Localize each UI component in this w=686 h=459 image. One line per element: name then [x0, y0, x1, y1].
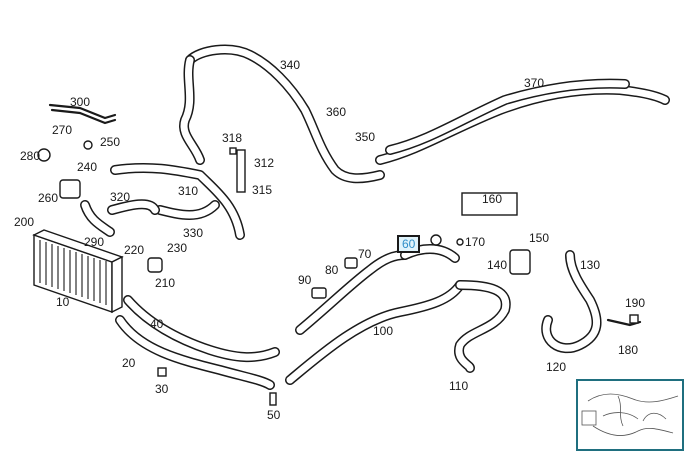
callout-318[interactable]: 318: [222, 131, 243, 145]
callout-370[interactable]: 370: [524, 76, 545, 90]
hose-60: [400, 244, 460, 263]
callout-280[interactable]: 280: [20, 149, 41, 163]
callout-300[interactable]: 300: [70, 95, 91, 109]
overview-thumbnail[interactable]: [576, 379, 684, 451]
callout-260[interactable]: 260: [38, 191, 59, 205]
callout-210[interactable]: 210: [155, 276, 176, 290]
hose-340: [179, 44, 385, 184]
callout-150[interactable]: 150: [529, 231, 550, 245]
callout-100[interactable]: 100: [373, 324, 394, 338]
callout-320[interactable]: 320: [110, 190, 131, 204]
callout-315[interactable]: 315: [252, 183, 273, 197]
callout-340[interactable]: 340: [280, 58, 301, 72]
overview-thumbnail-drawing: [581, 393, 679, 436]
callout-360[interactable]: 360: [326, 105, 347, 119]
callout-312[interactable]: 312: [254, 156, 275, 170]
hose-300: [48, 103, 117, 125]
callout-90[interactable]: 90: [298, 273, 312, 287]
callout-180[interactable]: 180: [618, 343, 639, 357]
hose-100: [285, 250, 465, 385]
callout-110[interactable]: 110: [449, 379, 469, 393]
hose-110: [454, 280, 511, 373]
hose-310: [110, 162, 245, 240]
callout-10[interactable]: 10: [56, 295, 70, 309]
hose-40: [123, 295, 280, 363]
callout-330[interactable]: 330: [183, 226, 204, 240]
callout-130[interactable]: 130: [580, 258, 601, 272]
hose-370: [375, 78, 670, 165]
callout-20[interactable]: 20: [122, 356, 136, 370]
callout-200[interactable]: 200: [14, 215, 35, 229]
hose-180: [606, 314, 642, 327]
callout-310[interactable]: 310: [178, 184, 199, 198]
callout-70[interactable]: 70: [358, 247, 372, 261]
callout-120[interactable]: 120: [546, 360, 567, 374]
callout-230[interactable]: 230: [167, 241, 188, 255]
callout-220[interactable]: 220: [124, 243, 145, 257]
hose-290: [80, 200, 115, 237]
callout-290[interactable]: 290: [84, 235, 105, 249]
hose-20: [115, 315, 275, 390]
callout-270[interactable]: 270: [52, 123, 73, 137]
radiator: [32, 229, 124, 314]
hose-320: [107, 199, 160, 215]
callout-250[interactable]: 250: [100, 135, 121, 149]
callout-170[interactable]: 170: [465, 235, 486, 249]
hose-330: [155, 200, 220, 220]
callout-30[interactable]: 30: [155, 382, 169, 396]
callout-60[interactable]: 60: [397, 235, 421, 253]
callout-80[interactable]: 80: [325, 263, 339, 277]
callout-50[interactable]: 50: [267, 408, 281, 422]
callout-240[interactable]: 240: [77, 160, 98, 174]
callout-40[interactable]: 40: [150, 317, 164, 331]
callout-190[interactable]: 190: [625, 296, 646, 310]
hose-120: [541, 250, 602, 354]
misc-parts: [37, 140, 531, 406]
callout-140[interactable]: 140: [487, 258, 508, 272]
callout-160[interactable]: 160: [482, 192, 503, 206]
callout-350[interactable]: 350: [355, 130, 376, 144]
